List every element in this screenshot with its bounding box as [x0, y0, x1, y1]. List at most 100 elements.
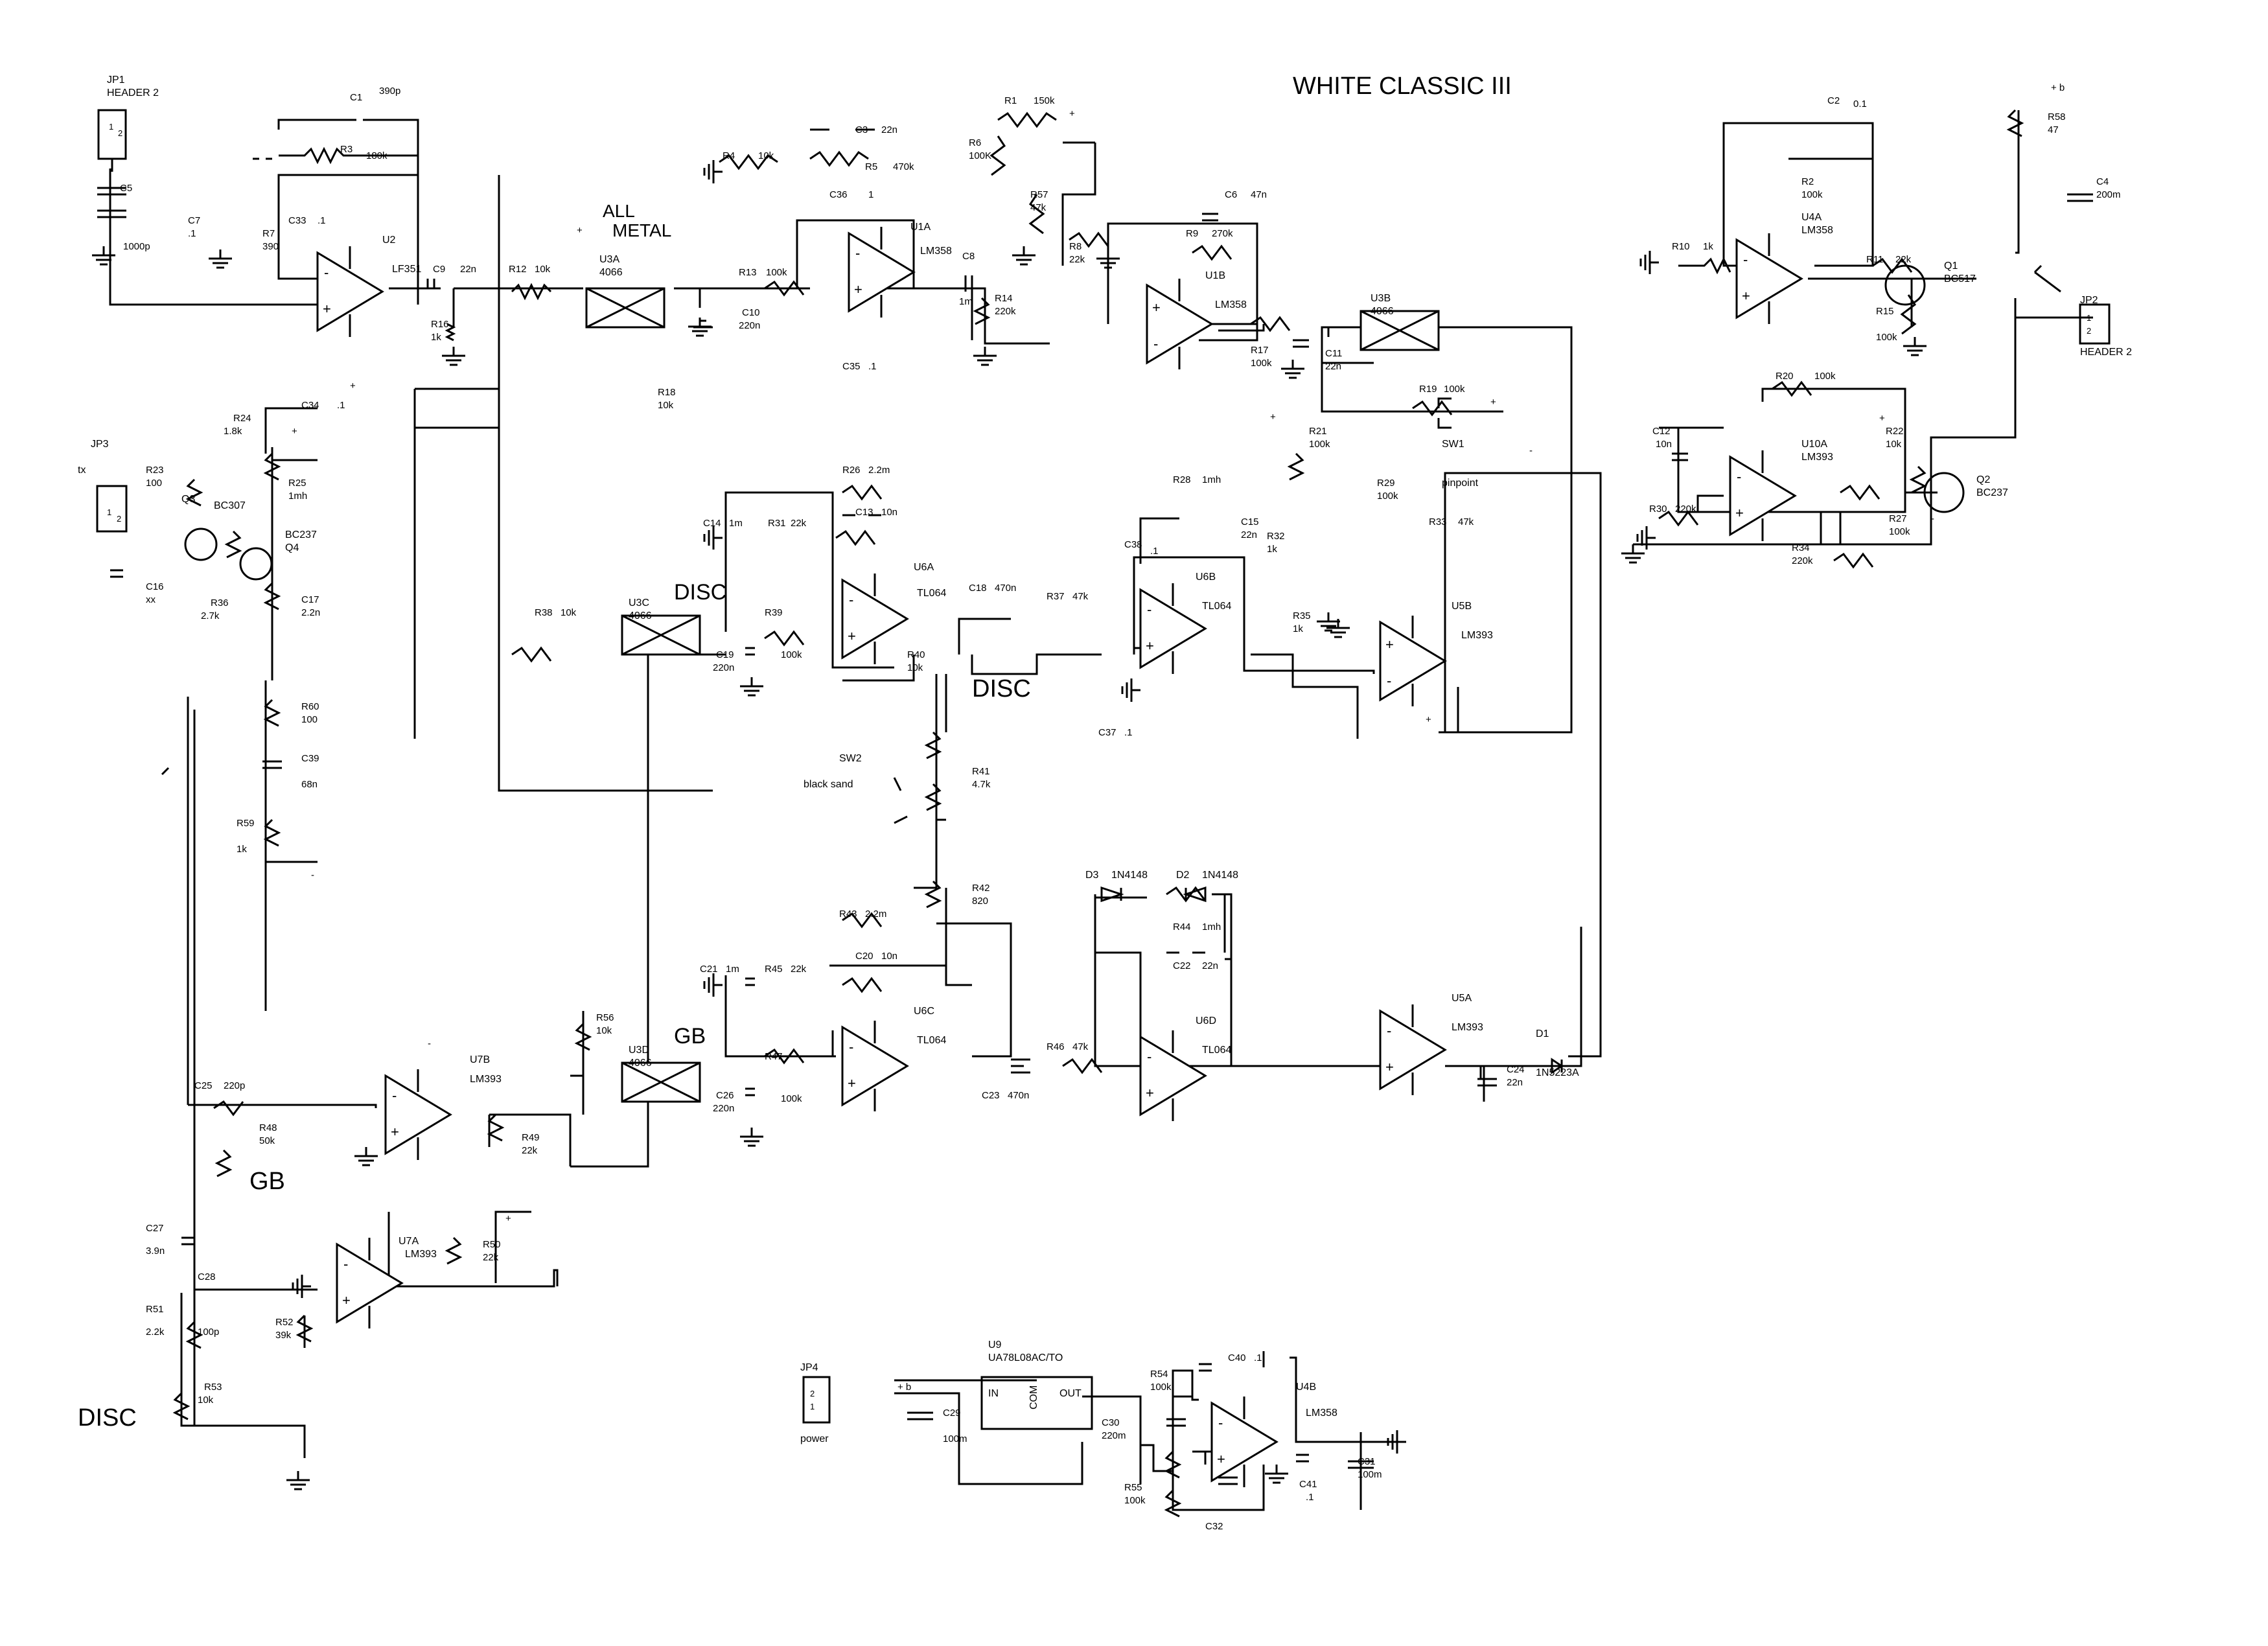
c25-ref: C25: [194, 1080, 213, 1091]
u1b-ref: U1B: [1205, 270, 1225, 281]
u6a-ref: U6A: [914, 562, 934, 573]
r9-ref: R9: [1186, 228, 1198, 239]
r16-ref: R16: [431, 319, 449, 330]
u10a-value: LM393: [1801, 452, 1833, 463]
r24-ref: R24: [233, 413, 251, 424]
r36-value: 2.7k: [201, 610, 220, 621]
u9-pin-out: OUT: [1059, 1388, 1082, 1399]
c29-ref: C29: [943, 1408, 961, 1419]
r38-value: 10k: [561, 607, 577, 618]
c21-ref: C21: [700, 964, 718, 975]
r35-value: 1k: [1293, 623, 1303, 634]
r55-value: 100k: [1124, 1495, 1146, 1506]
r20-value: 100k: [1814, 371, 1836, 382]
u7a-value: LM393: [405, 1249, 437, 1260]
r18-ref: R18: [658, 387, 676, 398]
u3c-value: 4066: [629, 610, 652, 621]
c26-value: 220n: [713, 1103, 734, 1114]
d1-ref: D1: [1536, 1028, 1549, 1039]
c17-ref: C17: [301, 594, 319, 605]
section-label-metal: METAL: [612, 220, 671, 240]
r34-ref: R34: [1792, 542, 1810, 553]
rail-plus-r1: +: [1069, 108, 1075, 119]
u3a-ref: U3A: [599, 254, 619, 265]
r48-value: 50k: [259, 1135, 275, 1146]
sw2-ref: SW2: [839, 753, 862, 764]
r26-ref: R26: [842, 465, 861, 476]
r2-ref: R2: [1801, 176, 1814, 187]
section-label-gb-mid: GB: [674, 1024, 706, 1049]
jp1-pin-2: 2: [118, 128, 122, 138]
c14-value: 1m: [729, 518, 743, 529]
r35-ref: R35: [1293, 610, 1311, 621]
u6a-value: TL064: [917, 588, 946, 599]
r23-value: 100: [146, 478, 162, 489]
r56-value: 10k: [596, 1025, 612, 1036]
r49-value: 22k: [522, 1145, 538, 1156]
r41-ref: R41: [972, 766, 990, 777]
c4-value: 200m: [2096, 189, 2121, 200]
c28-ref: C28: [198, 1271, 216, 1282]
r13-value: 100k: [766, 267, 787, 278]
jp3-pin-1: 1: [107, 507, 111, 517]
r50-value: 22k: [483, 1252, 499, 1263]
r17-value: 100k: [1251, 358, 1272, 369]
rail-minus-sw1: -: [1529, 445, 1533, 456]
r4-value: 10k: [758, 150, 774, 161]
u4a-value: LM358: [1801, 225, 1833, 236]
c26-ref: C26: [716, 1090, 734, 1101]
u5b-ref: U5B: [1452, 601, 1472, 612]
u1b-value: LM358: [1215, 299, 1247, 310]
c2-ref: C2: [1827, 95, 1840, 106]
r8-value: 22k: [1069, 254, 1085, 265]
c23-value: 470n: [1008, 1090, 1029, 1101]
r55-ref: R55: [1124, 1482, 1142, 1493]
r16-value: 1k: [431, 332, 441, 343]
d3-ref: D3: [1085, 870, 1099, 881]
r42-value: 820: [972, 896, 988, 907]
sw1-ref: SW1: [1442, 439, 1464, 450]
r19-value: 100k: [1444, 384, 1465, 395]
r47-ref: R47: [765, 1051, 783, 1062]
c41-value: .1: [1306, 1492, 1314, 1503]
c32-ref: C32: [1205, 1521, 1223, 1532]
r7-ref: R7: [262, 228, 275, 239]
q1-ref: Q1: [1944, 261, 1958, 272]
rail-minus-u7b: -: [428, 1038, 431, 1049]
rail-plus-u3: +: [577, 225, 583, 236]
r38-ref: R38: [535, 607, 553, 618]
r39-value: 100k: [781, 649, 802, 660]
r10-ref: R10: [1672, 241, 1690, 252]
jp3-ref: JP3: [91, 439, 109, 450]
r3-ref: R3: [340, 144, 353, 155]
r27-value: 100k: [1889, 526, 1910, 537]
r46-value: 47k: [1072, 1041, 1089, 1052]
r20-ref: R20: [1776, 371, 1794, 382]
jp2-pin-1: 1: [2087, 313, 2091, 323]
c30-ref: C30: [1102, 1417, 1120, 1428]
r53-ref: R53: [204, 1382, 222, 1393]
section-label-disc-bottom: DISC: [78, 1404, 137, 1432]
c40-ref: C40: [1228, 1352, 1246, 1363]
r14-ref: R14: [995, 293, 1013, 304]
c33-ref: C33: [288, 215, 307, 226]
r51-value: 2.2k: [146, 1327, 165, 1338]
r4-ref: R4: [723, 150, 735, 161]
section-label-disc-mid: DISC: [972, 675, 1031, 702]
c24-ref: C24: [1507, 1064, 1525, 1075]
u3d-value: 4066: [629, 1058, 652, 1069]
r47-value: 100k: [781, 1093, 802, 1104]
u9-value: UA78L08AC/TO: [988, 1352, 1063, 1363]
r7-value: 390: [262, 241, 279, 252]
c1-ref: C1: [350, 92, 362, 103]
rail-minus-q2: -: [1931, 513, 1934, 524]
r54-ref: R54: [1150, 1369, 1168, 1380]
d2-ref: D2: [1176, 870, 1190, 881]
c40-value: .1: [1254, 1352, 1262, 1363]
c41-ref: C41: [1299, 1479, 1317, 1490]
r59-value: 1k: [237, 844, 247, 855]
c1-value: 390p: [379, 86, 400, 97]
c21-value: 1m: [726, 964, 739, 975]
jp1-pin-1: 1: [109, 122, 113, 132]
r46-ref: R46: [1047, 1041, 1065, 1052]
